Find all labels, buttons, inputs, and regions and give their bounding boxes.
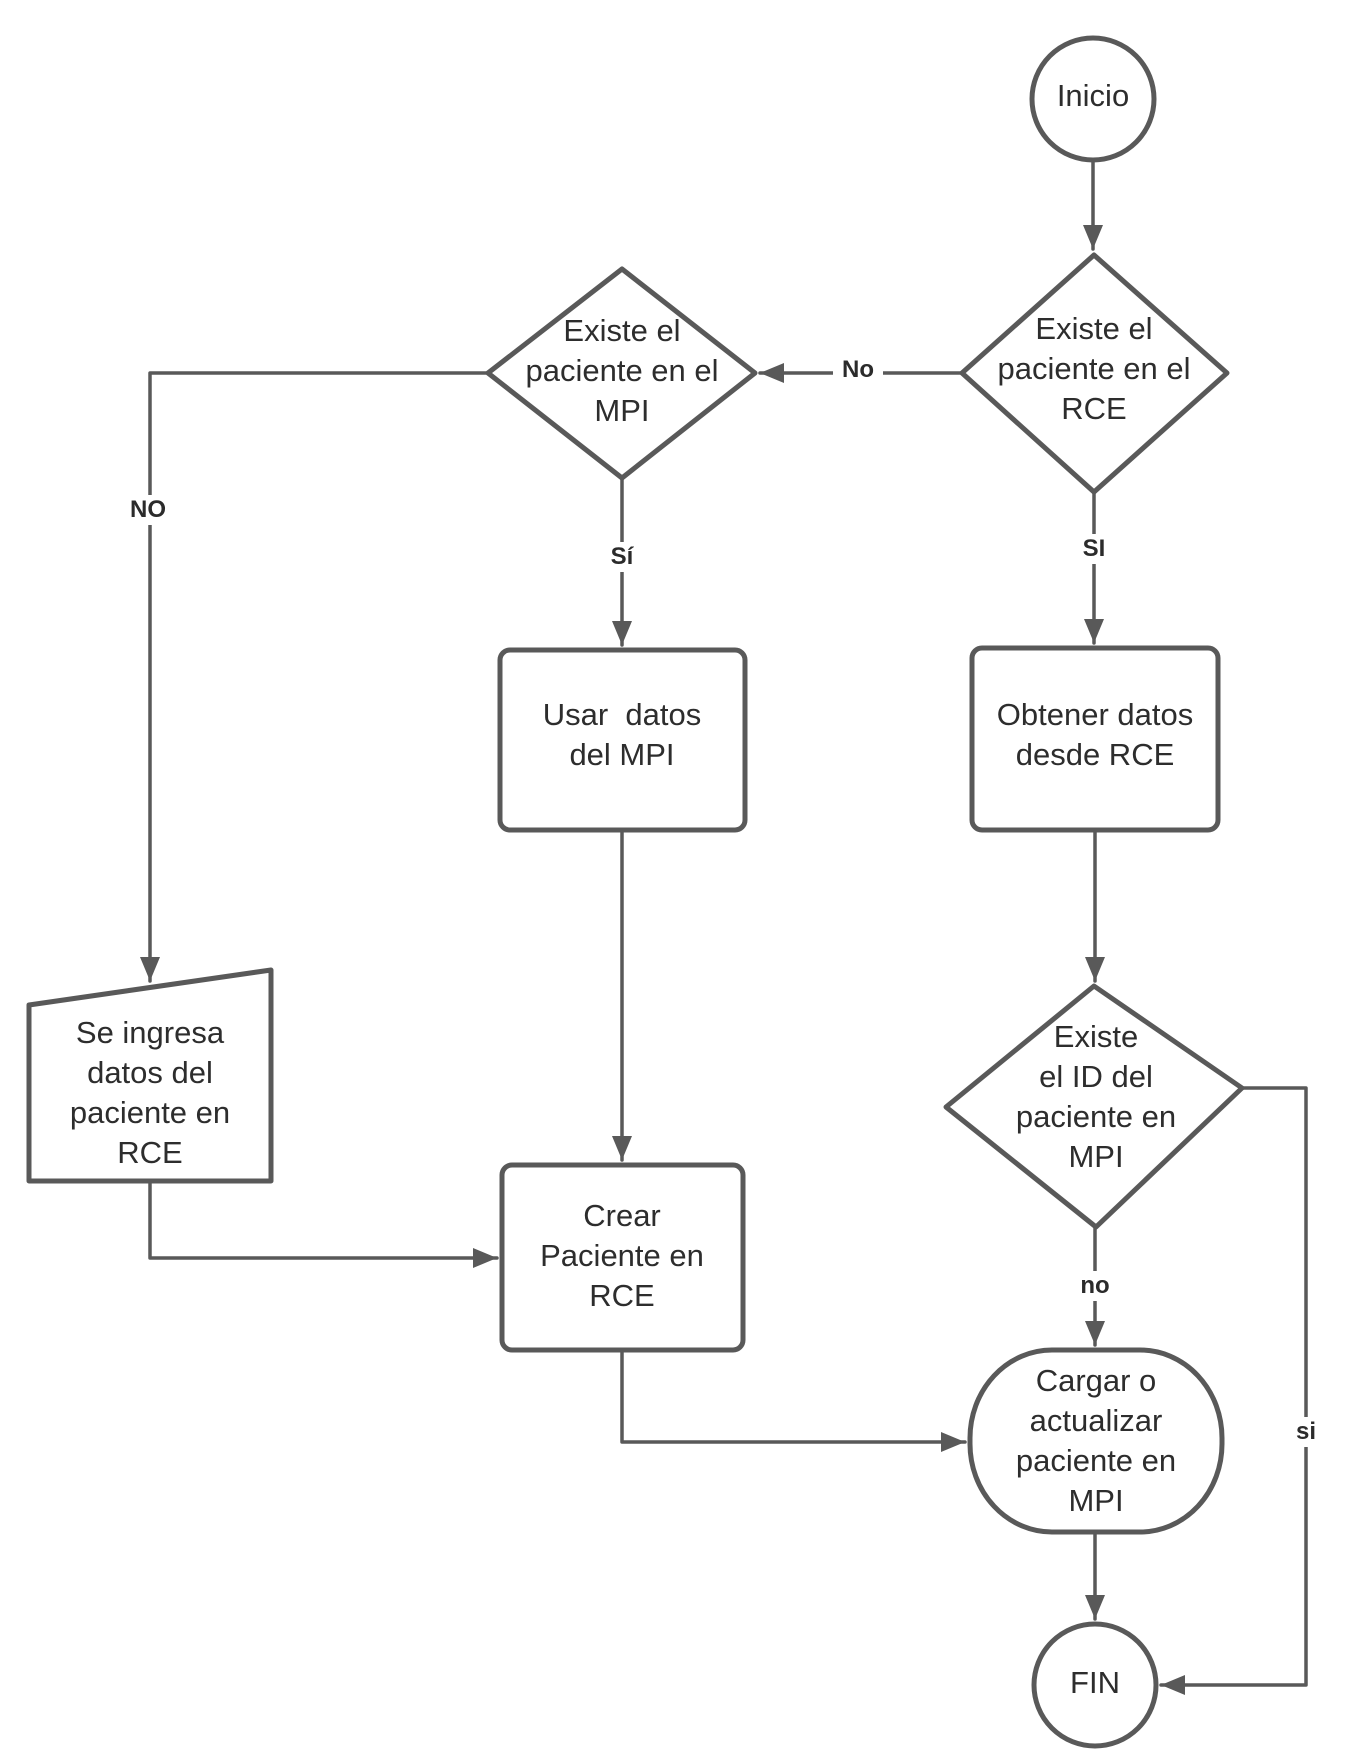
end-label: FIN [1070,1665,1120,1700]
decision-existe-paciente-mpi-diamond [485,266,758,481]
decision-existe-paciente-rce-label: Existe el paciente en el RCE [997,311,1191,426]
start-circle [1029,35,1157,163]
process-crear-paciente-rce-label: Crear Paciente en RCE [540,1198,704,1313]
edge-existe-id-to-fin-si [1159,1086,1308,1695]
edge-label-no-id-branch: no [1071,1271,1119,1301]
decision-existe-id-mpi-label: Existe el ID del paciente en MPI [1015,1019,1177,1174]
manual-input-se-ingresa-datos-label: Se ingresa datos del paciente en RCE [69,1015,231,1170]
process-cargar-actualizar-mpi-label: Cargar o actualizar paciente en MPI [1015,1363,1177,1518]
edge-label-si-id-branch: si [1286,1417,1326,1447]
process-usar-datos-mpi-box [497,647,748,833]
edge-crear-paciente-to-cargar [620,1348,967,1452]
edge-se-ingresa-to-crear-paciente [148,1179,499,1268]
start-label: Inicio [1056,78,1130,113]
edge-label-no-rce-to-mpi: No [833,355,883,385]
edge-label-no-left-branch: NO [121,495,175,525]
edge-existe-mpi-to-se-ingresa-no [140,371,490,983]
decision-existe-paciente-mpi-label: Existe el paciente en el MPI [525,313,719,428]
process-obtener-datos-rce-box [969,645,1221,833]
decision-existe-paciente-rce-diamond [959,252,1230,495]
end-circle [1031,1621,1159,1749]
decision-existe-id-mpi-diamond [943,983,1245,1230]
manual-input-se-ingresa-datos-shape [26,967,274,1184]
edge-label-si-mpi-branch: Sí [601,542,643,572]
process-cargar-actualizar-mpi-ellipse [967,1347,1225,1535]
edge-label-si-rce-branch: SI [1073,534,1115,564]
process-crear-paciente-rce-box [499,1162,746,1353]
process-usar-datos-mpi-label: Usar datos del MPI [542,697,702,772]
process-obtener-datos-rce-label: Obtener datos desde RCE [996,697,1194,772]
